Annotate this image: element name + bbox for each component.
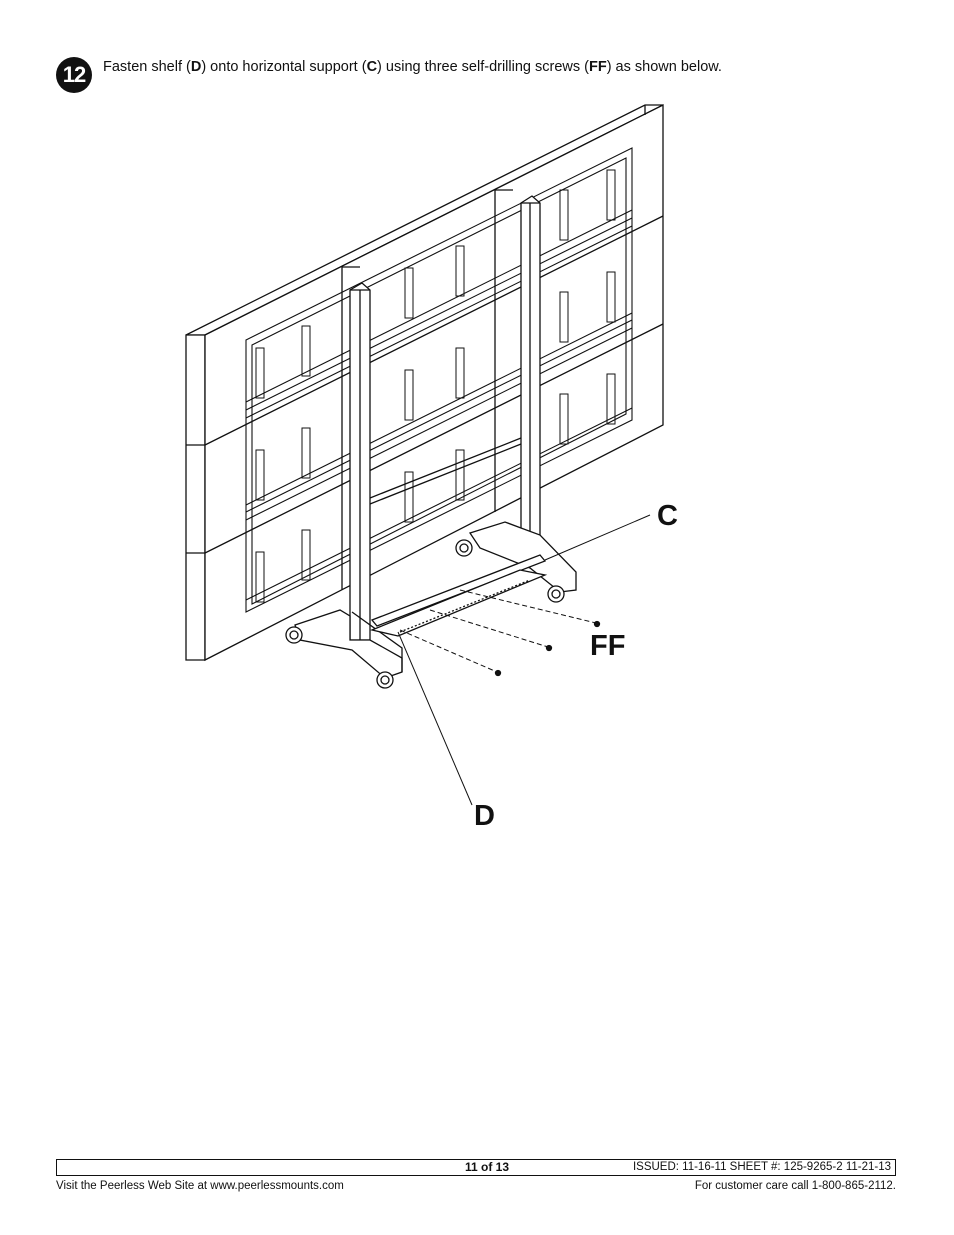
horizontal-support-c [370,554,547,627]
right-foot [455,521,577,603]
step-number: 12 [62,62,87,87]
upper-cross-bar [369,437,522,505]
footer-box: 11 of 13 ISSUED: 11-16-11 SHEET #: 125-9… [56,1159,896,1176]
footer-website: Visit the Peerless Web Site at www.peerl… [56,1180,344,1192]
leader-line-c [544,514,651,561]
part-ref-ff: FF [588,59,607,75]
callout-label-ff: FF [590,630,626,662]
instruction-part: ) as shown below. [606,59,722,75]
part-ref-c: C [366,59,378,75]
leader-line-d [397,631,473,806]
video-wall [185,103,664,662]
page-number: 11 of 13 [465,1160,510,1174]
vertical-brackets [255,169,616,603]
footer-customer-care: For customer care call 1-800-865-2112. [694,1180,896,1192]
callout-label-d: D [474,800,495,832]
step-number-badge: 12 [56,57,92,93]
instruction-part: Fasten shelf ( [103,59,191,75]
left-upright-post [349,282,371,641]
screws-ff [399,589,601,677]
instruction-part: ) onto horizontal support ( [201,59,367,75]
right-upright-post [520,195,541,561]
shelf-d [369,569,548,637]
left-foot [285,609,403,689]
instruction-text: Fasten shelf (D) onto horizontal support… [103,59,722,75]
instruction-part: ) using three self-drilling screws ( [377,59,589,75]
issued-info: ISSUED: 11-16-11 SHEET #: 125-9265-2 11-… [632,1161,891,1173]
part-ref-d: D [190,59,202,75]
callout-label-c: C [657,500,678,532]
